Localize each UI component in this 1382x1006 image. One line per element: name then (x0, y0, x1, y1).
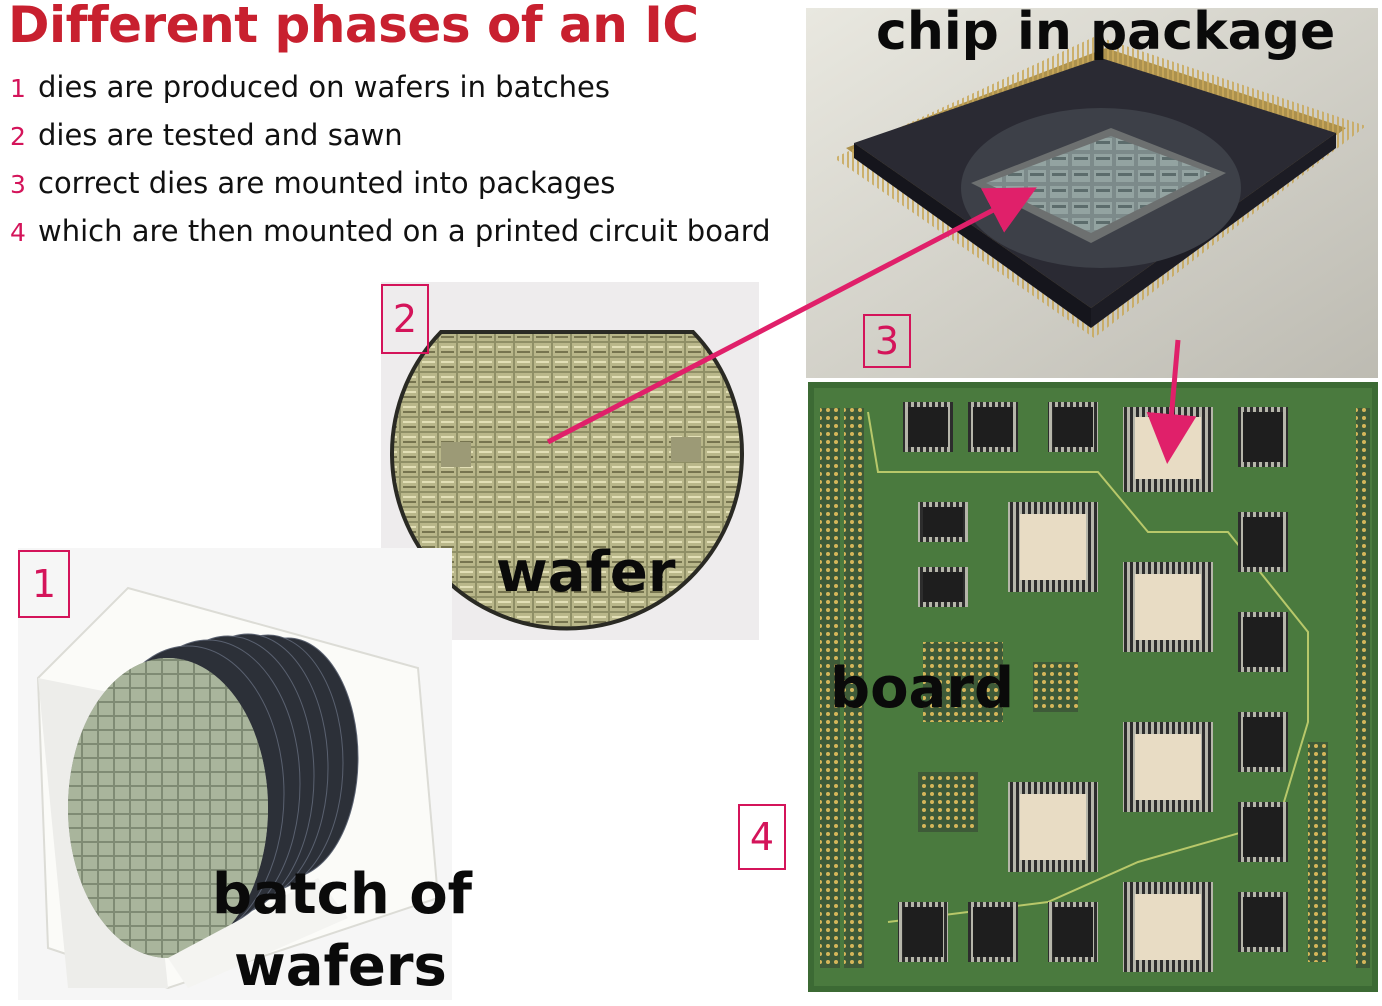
step-number: 4 (10, 218, 26, 247)
step-text: dies are produced on wafers in batches (38, 70, 610, 104)
package-photo (806, 8, 1378, 378)
step-item: 3 correct dies are mounted into packages (10, 166, 615, 200)
step-item: 4 which are then mounted on a printed cir… (10, 214, 771, 248)
step-text: correct dies are mounted into packages (38, 166, 616, 200)
batch-caption-line1: batch of (212, 862, 473, 927)
page-title: Different phases of an IC (8, 0, 699, 54)
step-item: 2 dies are tested and sawn (10, 118, 403, 152)
batch-caption-line2: wafers (234, 934, 447, 999)
step-number: 1 (10, 74, 26, 103)
batch-photo (18, 548, 452, 1000)
step-number: 2 (10, 122, 26, 151)
step-text: which are then mounted on a printed circ… (38, 214, 771, 248)
package-number-badge: 3 (863, 314, 911, 368)
board-photo (808, 382, 1378, 992)
step-item: 1 dies are produced on wafers in batches (10, 70, 610, 104)
package-caption: chip in package (876, 2, 1336, 62)
board-number-badge: 4 (738, 804, 786, 870)
batch-number-badge: 1 (18, 550, 70, 618)
wafer-to-package-arrow (546, 187, 1037, 445)
board-caption: board (830, 656, 1015, 721)
step-text: dies are tested and sawn (38, 118, 403, 152)
step-number: 3 (10, 170, 26, 199)
wafer-caption: wafer (496, 540, 676, 605)
package-to-board-arrow (1146, 339, 1197, 464)
wafer-number-badge: 2 (381, 284, 429, 354)
